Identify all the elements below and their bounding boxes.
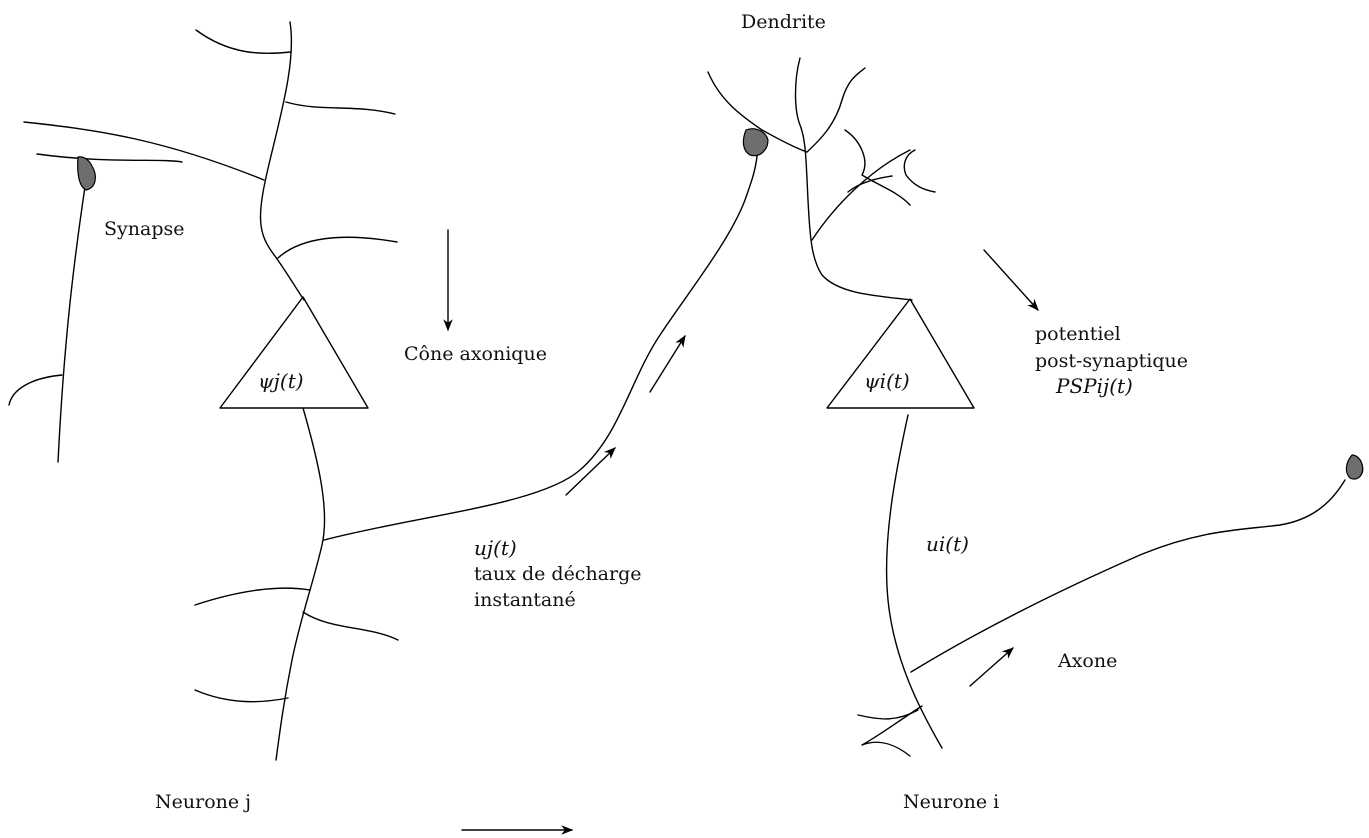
label-axone: Axone — [1057, 650, 1117, 672]
synapse-axon-branch — [9, 375, 62, 405]
label-psi-i: ψi(t) — [864, 369, 910, 393]
label-potentiel: potentiel — [1035, 323, 1121, 345]
arrow-potentiel — [984, 250, 1038, 310]
neuron-j-upper-dendrite — [261, 22, 305, 300]
arrows — [448, 230, 1038, 830]
neuron-i-lower-branch-2 — [862, 706, 922, 756]
neuron-j-dendrite-branch-low — [278, 237, 397, 258]
arrow-uj-lower — [566, 448, 615, 495]
neuron-j-dendrite-branch-top — [196, 30, 291, 53]
arrow-axone — [970, 648, 1013, 686]
neuron-i — [708, 58, 1363, 756]
synapse-axon — [58, 180, 86, 462]
label-instantane: instantané — [474, 589, 576, 611]
label-cone-axonique: Cône axonique — [404, 343, 547, 365]
neuron-i-dendrite-curl-2 — [904, 150, 935, 192]
neuron-i-dendrite-trunk — [796, 58, 913, 300]
neuron-j-axon — [276, 408, 325, 760]
neuron-j-lower-branch-2 — [303, 612, 398, 640]
label-psp: PSPij(t) — [1055, 374, 1133, 398]
neuron-j-crossing-fiber-2 — [37, 154, 182, 162]
label-neurone-j: Neurone j — [155, 791, 251, 813]
label-dendrite: Dendrite — [741, 11, 826, 33]
label-u-i: ui(t) — [926, 532, 969, 556]
label-u-j: uj(t) — [474, 536, 517, 560]
arrow-uj-upper — [650, 336, 685, 392]
synapse-right-bottom — [1346, 455, 1362, 479]
label-taux: taux de décharge — [474, 563, 642, 585]
neuron-j-lower-branch-3 — [195, 690, 288, 702]
label-post-synaptique: post-synaptique — [1035, 350, 1188, 372]
synapse-right-top — [743, 129, 768, 156]
neuron-i-dendrite-branch-side — [812, 150, 910, 240]
synapse-left — [78, 157, 96, 190]
label-synapse: Synapse — [104, 218, 184, 240]
label-psi-j: ψj(t) — [258, 369, 304, 393]
neuron-i-dendrite-curl-1 — [845, 130, 910, 205]
label-neurone-i: Neurone i — [903, 791, 999, 813]
neuron-j-dendrite-branch-mid — [286, 102, 395, 114]
neuron-j — [9, 22, 768, 760]
neuron-i-output-axon — [911, 480, 1345, 672]
neuron-j-crossing-fiber — [24, 122, 264, 180]
neuron-j-lower-branch-1 — [195, 588, 310, 605]
neuron-i-axon — [887, 415, 942, 748]
